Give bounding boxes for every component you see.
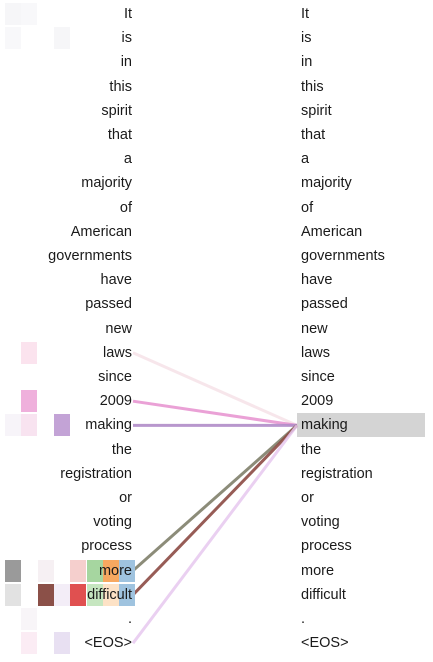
source-token[interactable]: since — [98, 369, 132, 385]
target-token[interactable]: this — [301, 78, 324, 95]
head-attention-cell — [5, 559, 21, 582]
head-attention-cell — [53, 583, 70, 606]
source-token[interactable]: in — [120, 54, 132, 71]
head-attention-cell — [70, 583, 87, 606]
head-attention-cell — [21, 390, 38, 413]
head-attention-cell — [21, 341, 38, 364]
source-token[interactable]: is — [121, 30, 132, 47]
source-token[interactable]: this — [109, 78, 132, 95]
source-token[interactable]: governments — [48, 248, 132, 264]
attention-link — [132, 424, 298, 572]
target-token[interactable]: voting — [301, 514, 340, 531]
source-token[interactable]: <EOS> — [84, 635, 132, 652]
source-token[interactable]: process — [81, 538, 132, 555]
source-token[interactable]: laws — [102, 344, 132, 361]
target-token[interactable]: laws — [301, 344, 331, 361]
head-attention-cell — [21, 3, 38, 25]
target-token[interactable]: spirit — [301, 102, 332, 119]
head-attention-cell — [86, 559, 103, 582]
target-token[interactable]: of — [301, 199, 314, 216]
source-token[interactable]: . — [127, 611, 132, 627]
source-token[interactable]: a — [123, 151, 132, 168]
head-attention-cell — [37, 583, 54, 606]
head-attention-cell — [53, 414, 70, 437]
source-token[interactable]: American — [70, 223, 132, 240]
attention-link — [131, 424, 299, 645]
source-token[interactable]: new — [105, 320, 132, 337]
source-token[interactable]: majority — [81, 175, 132, 192]
source-token[interactable]: making — [85, 417, 132, 434]
source-token[interactable]: registration — [60, 465, 132, 482]
source-token[interactable]: spirit — [101, 102, 132, 119]
source-token[interactable]: more — [98, 562, 132, 579]
target-token[interactable]: 2009 — [301, 393, 334, 410]
head-attention-cell — [70, 559, 87, 582]
target-token[interactable]: governments — [301, 248, 385, 264]
target-token[interactable]: the — [301, 441, 322, 458]
target-token[interactable]: since — [301, 369, 335, 385]
head-attention-cell — [21, 608, 38, 630]
head-attention-cell — [5, 3, 21, 25]
target-token[interactable]: new — [301, 320, 328, 337]
source-token[interactable]: that — [107, 127, 132, 143]
source-token[interactable]: It — [123, 6, 132, 22]
source-token[interactable]: the — [111, 441, 132, 458]
head-attention-cell — [5, 583, 21, 606]
target-token[interactable]: have — [301, 272, 333, 289]
head-attention-cell — [53, 632, 70, 655]
source-token[interactable]: have — [100, 272, 132, 289]
source-token[interactable]: of — [119, 199, 132, 216]
target-token[interactable]: majority — [301, 175, 352, 192]
source-token[interactable]: passed — [85, 296, 132, 313]
target-token[interactable]: difficult — [301, 586, 346, 603]
head-attention-cell — [86, 583, 103, 606]
attention-link — [132, 351, 298, 427]
target-token[interactable]: in — [301, 54, 313, 71]
target-token[interactable]: or — [301, 490, 314, 506]
target-token[interactable]: registration — [301, 465, 373, 482]
source-token[interactable]: 2009 — [99, 393, 132, 410]
attention-link — [132, 399, 298, 427]
target-token[interactable]: making — [301, 417, 348, 434]
head-attention-cell — [102, 559, 119, 582]
selected-token-highlight — [297, 413, 425, 438]
attention-link — [131, 424, 299, 596]
head-attention-cell — [37, 559, 54, 582]
head-attention-cell — [102, 583, 119, 606]
head-attention-cell — [5, 27, 21, 50]
source-token[interactable]: difficult — [87, 586, 132, 603]
target-token[interactable]: more — [301, 562, 335, 579]
target-token[interactable]: . — [301, 611, 306, 627]
head-attention-cell — [119, 583, 136, 606]
head-attention-cell — [119, 559, 136, 582]
target-token[interactable]: passed — [301, 296, 348, 313]
target-token[interactable]: It — [301, 6, 310, 22]
head-attention-cell — [5, 414, 21, 437]
target-token[interactable]: <EOS> — [301, 635, 349, 652]
head-attention-cell — [53, 27, 70, 50]
head-attention-cell — [21, 414, 38, 437]
target-token[interactable]: process — [301, 538, 352, 555]
target-token[interactable]: that — [301, 127, 326, 143]
source-token[interactable]: or — [119, 490, 132, 506]
target-token[interactable]: American — [301, 223, 363, 240]
source-token[interactable]: voting — [93, 514, 132, 531]
target-token[interactable]: is — [301, 30, 312, 47]
head-attention-cell — [21, 632, 38, 655]
target-token[interactable]: a — [301, 151, 310, 168]
